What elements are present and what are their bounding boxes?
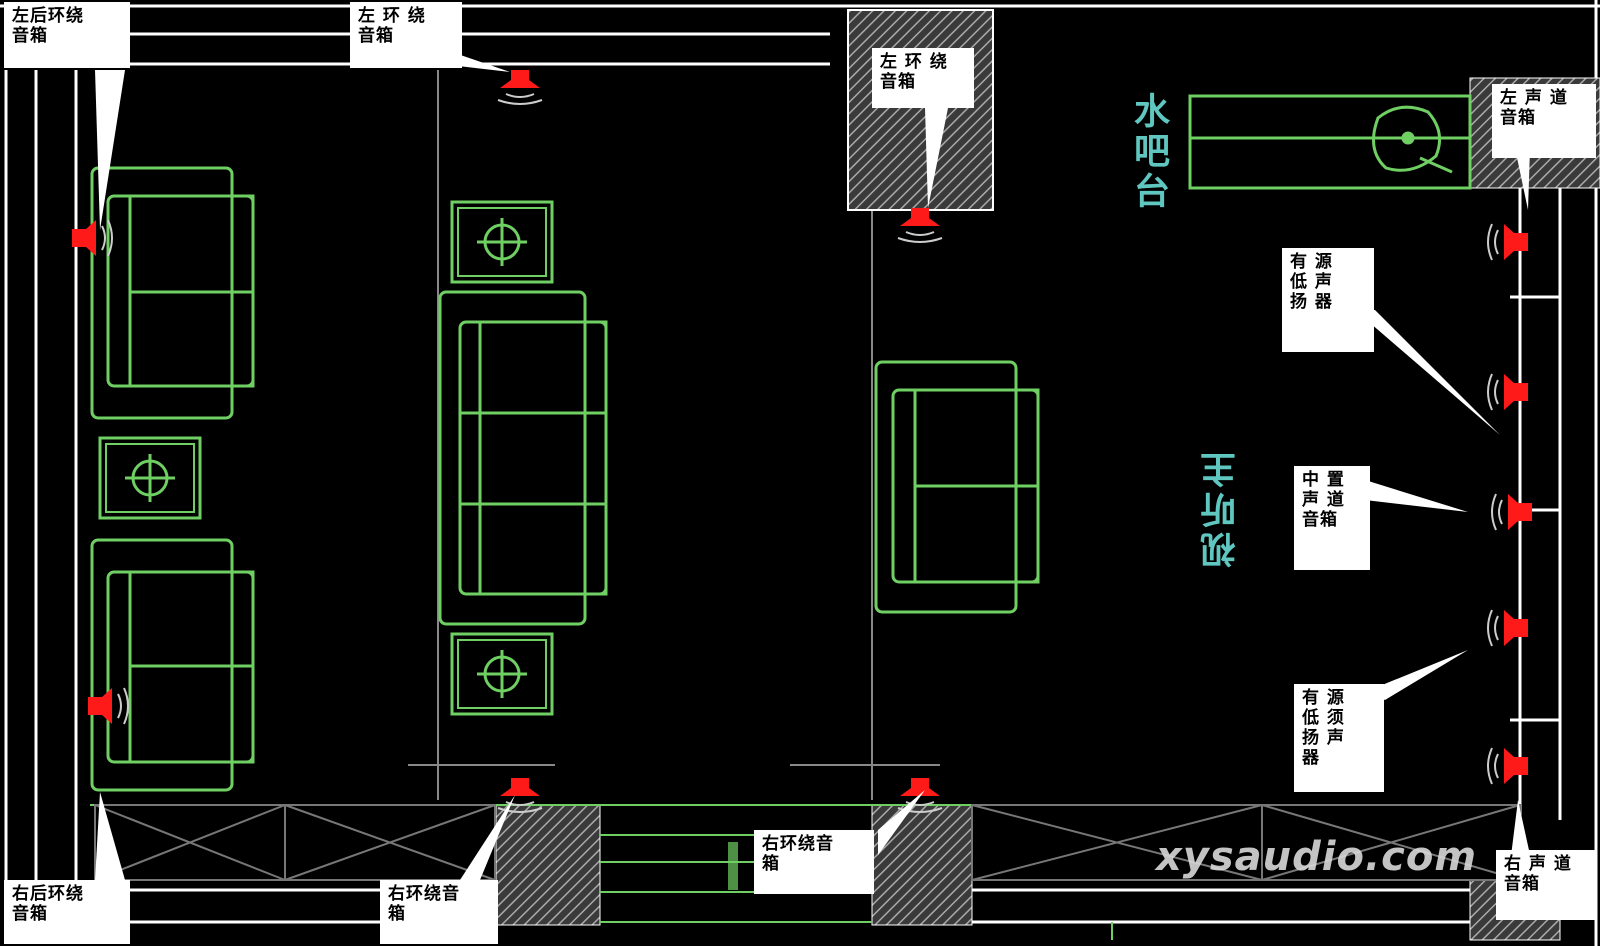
right-channel-speaker-icon	[1487, 747, 1529, 785]
watermark: xysaudio.com	[1156, 834, 1478, 880]
armchair-left-bottom	[90, 538, 255, 792]
bar-counter	[1188, 94, 1472, 190]
label-subwoofer-top: 有 源 低 声 扬 器	[1282, 248, 1374, 352]
callout-pointers	[95, 48, 1532, 880]
bar-label: 水吧台	[1128, 92, 1169, 212]
subwoofer-top-speaker-icon	[1487, 373, 1529, 411]
av-wall-label: 视听主	[1201, 448, 1242, 568]
armchair-left-top	[90, 166, 255, 420]
side-table-top	[450, 200, 554, 284]
left-rear-surround-speaker-icon	[71, 219, 113, 257]
left-surround-speaker-mid-icon	[897, 207, 943, 243]
side-table-left	[98, 436, 202, 520]
label-subwoofer-bottom: 有 源 低 须 扬 声 器	[1294, 684, 1384, 792]
label-right-surround-mid: 右环绕音 箱	[754, 830, 874, 894]
label-center-channel: 中 置 声 道 音箱	[1294, 466, 1370, 570]
interior-lines	[408, 70, 940, 800]
center-channel-speaker-icon	[1491, 493, 1533, 531]
label-left-rear-surround: 左后环绕 音箱	[4, 2, 130, 68]
three-seat-sofa	[438, 290, 608, 626]
subwoofer-bottom-speaker-icon	[1487, 609, 1529, 647]
label-right-surround-left: 右环绕音 箱	[380, 880, 498, 944]
bottom-wall-trusses	[90, 804, 1521, 940]
wall-columns	[495, 9, 1600, 941]
side-table-bottom	[450, 632, 554, 716]
left-surround-speaker-top-icon	[497, 69, 543, 105]
label-right-rear-surround: 右后环绕 音箱	[4, 880, 130, 944]
left-channel-speaker-icon	[1487, 223, 1529, 261]
label-left-surround-top: 左 环 绕 音箱	[350, 2, 462, 68]
label-left-surround-mid: 左 环 绕 音箱	[872, 48, 974, 108]
label-left-channel: 左 声 道 音箱	[1492, 84, 1596, 158]
right-rear-surround-speaker-icon	[87, 687, 129, 725]
armchair-right	[874, 360, 1040, 614]
label-right-channel: 右 声 道 音箱	[1496, 850, 1596, 920]
